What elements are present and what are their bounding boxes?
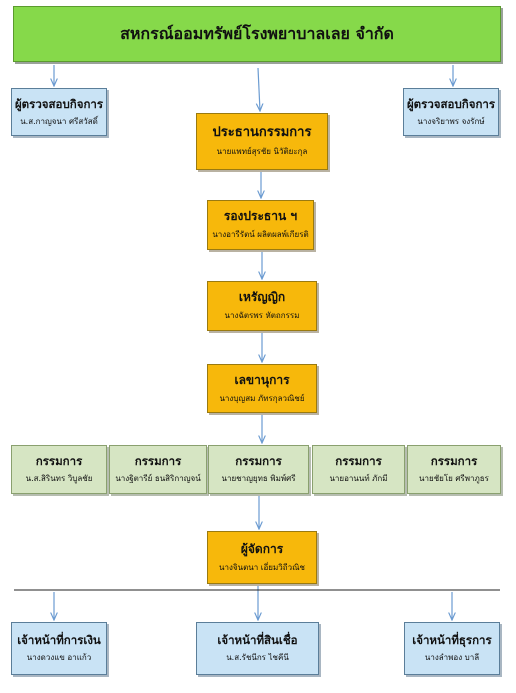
committee-4-name: นายอานนท์ ภักมี (329, 474, 388, 484)
title-box: สหกรณ์ออมทรัพย์โรงพยาบาลเลย จำกัด (13, 6, 501, 62)
vice-chairman-name: นางอารีรัตน์ ผลิตผลพ์เกียรติ (212, 230, 309, 240)
credit-officer-name: น.ส.รัชนีกร ไชคีนี (226, 653, 289, 663)
committee-1-box: กรรมการ น.ส.สิรินทร วิบูลชัย (11, 445, 107, 494)
committee-4-box: กรรมการ นายอานนท์ ภักมี (312, 445, 405, 494)
finance-officer-name: นางดวงแข อาแก้ว (26, 653, 92, 663)
admin-officer-role: เจ้าหน้าที่ธุรการ (412, 633, 492, 648)
committee-3-name: นายชาญยุทธ พิมพ์ศรี (221, 474, 296, 484)
committee-3-role: กรรมการ (235, 454, 282, 469)
treasurer-name: นางฉัตรพร หัตถกรรม (224, 311, 300, 321)
vice-chairman-box: รองประธาน ฯ นางอารีรัตน์ ผลิตผลพ์เกียรติ (207, 200, 314, 250)
org-title: สหกรณ์ออมทรัพย์โรงพยาบาลเลย จำกัด (120, 23, 394, 43)
auditor-right-role: ผู้ตรวจสอบกิจการ (406, 96, 496, 111)
auditor-right-name: นางจริยาพร จงรักษ์ (417, 116, 485, 126)
secretary-name: นางบุญสม ภัทรกุลวณิชย์ (219, 393, 305, 403)
manager-box: ผู้จัดการ นางจินตนา เอี่ยมวิถีวณิช (207, 531, 317, 584)
committee-5-box: กรรมการ นายชัยโย ศรีพาภูธร (407, 445, 501, 494)
admin-officer-box: เจ้าหน้าที่ธุรการ นางลำพอง บาลี (404, 622, 500, 675)
treasurer-role: เหรัญญิก (238, 290, 286, 305)
chairman-role: ประธานกรรมการ (212, 125, 312, 141)
manager-name: นางจินตนา เอี่ยมวิถีวณิช (219, 562, 305, 572)
finance-officer-role: เจ้าหน้าที่การเงิน (17, 633, 101, 648)
committee-2-role: กรรมการ (134, 454, 182, 469)
secretary-box: เลขานุการ นางบุญสม ภัทรกุลวณิชย์ (207, 364, 317, 413)
auditor-left-role: ผู้ตรวจสอบกิจการ (14, 96, 104, 111)
credit-officer-role: เจ้าหน้าที่สินเชื่อ (217, 633, 298, 648)
committee-1-name: น.ส.สิรินทร วิบูลชัย (25, 474, 93, 484)
committee-2-name: นางฐิตารีย์ ธนสิริกาญจน์ (115, 474, 201, 484)
chairman-name: นายแพทย์สุรชัย นิวัติยะกุล (216, 147, 308, 157)
chairman-box: ประธานกรรมการ นายแพทย์สุรชัย นิวัติยะกุล (196, 113, 328, 170)
secretary-role: เลขานุการ (234, 372, 290, 387)
credit-officer-box: เจ้าหน้าที่สินเชื่อ น.ส.รัชนีกร ไชคีนี (196, 622, 319, 675)
auditor-left-name: น.ส.กาญจนา ศรีสวัสดิ์ (20, 116, 98, 126)
committee-4-role: กรรมการ (335, 454, 382, 469)
finance-officer-box: เจ้าหน้าที่การเงิน นางดวงแข อาแก้ว (11, 622, 107, 675)
committee-1-role: กรรมการ (35, 454, 83, 469)
treasurer-box: เหรัญญิก นางฉัตรพร หัตถกรรม (207, 281, 317, 331)
vice-chairman-role: รองประธาน ฯ (223, 209, 298, 224)
auditor-right-box: ผู้ตรวจสอบกิจการ นางจริยาพร จงรักษ์ (403, 88, 499, 136)
committee-5-role: กรรมการ (430, 454, 478, 469)
admin-officer-name: นางลำพอง บาลี (424, 653, 480, 663)
committee-5-name: นายชัยโย ศรีพาภูธร (419, 474, 489, 484)
auditor-left-box: ผู้ตรวจสอบกิจการ น.ส.กาญจนา ศรีสวัสดิ์ (11, 88, 107, 136)
manager-role: ผู้จัดการ (240, 541, 284, 556)
arrow-to-chairman (258, 67, 260, 111)
committee-2-box: กรรมการ นางฐิตารีย์ ธนสิริกาญจน์ (109, 445, 207, 494)
committee-3-box: กรรมการ นายชาญยุทธ พิมพ์ศรี (208, 445, 309, 494)
